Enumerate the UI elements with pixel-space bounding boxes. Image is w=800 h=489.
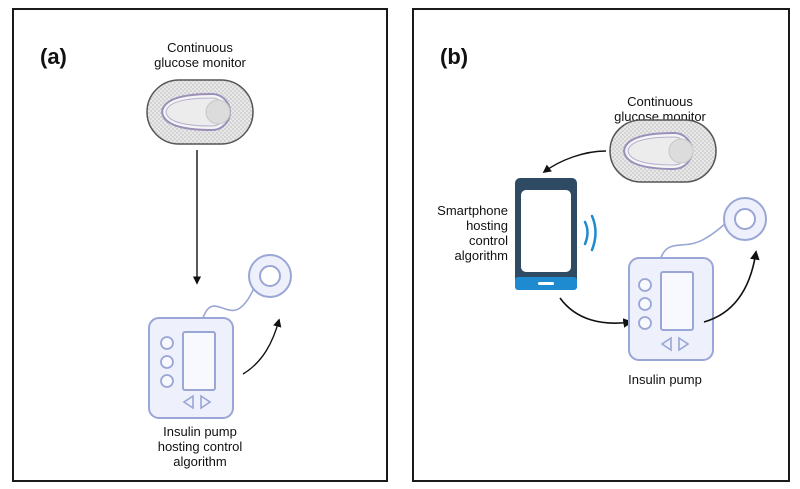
panel-a-infusion-site-icon: [248, 254, 292, 298]
panel-b-infusion-site-icon: [723, 197, 767, 241]
panel-b-tubing: [659, 219, 731, 261]
panel-b: [412, 8, 790, 482]
panel-a-cgm-label: Continuous glucose monitor: [154, 40, 246, 70]
panel-b-arrow-cgm-to-phone: [542, 150, 607, 174]
panel-a-arrow-pump-to-site: [242, 318, 282, 375]
panel-a-cgm-icon: [146, 79, 254, 145]
panel-a-insulin-pump-icon: [148, 317, 234, 419]
panel-b-cgm-icon: [609, 119, 717, 183]
panel-b-phone-label: Smartphone hosting control algorithm: [437, 203, 508, 263]
panel-b-signal-icon: [583, 214, 597, 252]
panel-a-pump-label: Insulin pump hosting control algorithm: [157, 424, 243, 469]
panel-b-insulin-pump-icon: [628, 257, 714, 361]
panel-b-arrow-pump-to-site: [703, 250, 760, 323]
panel-b-tag: (b): [440, 44, 469, 69]
panel-b-arrow-phone-to-pump: [559, 297, 633, 328]
panel-a-tag: (a): [40, 44, 67, 69]
panel-b-smartphone-icon: [515, 178, 577, 290]
panel-b-pump-label: Insulin pump: [628, 372, 702, 387]
